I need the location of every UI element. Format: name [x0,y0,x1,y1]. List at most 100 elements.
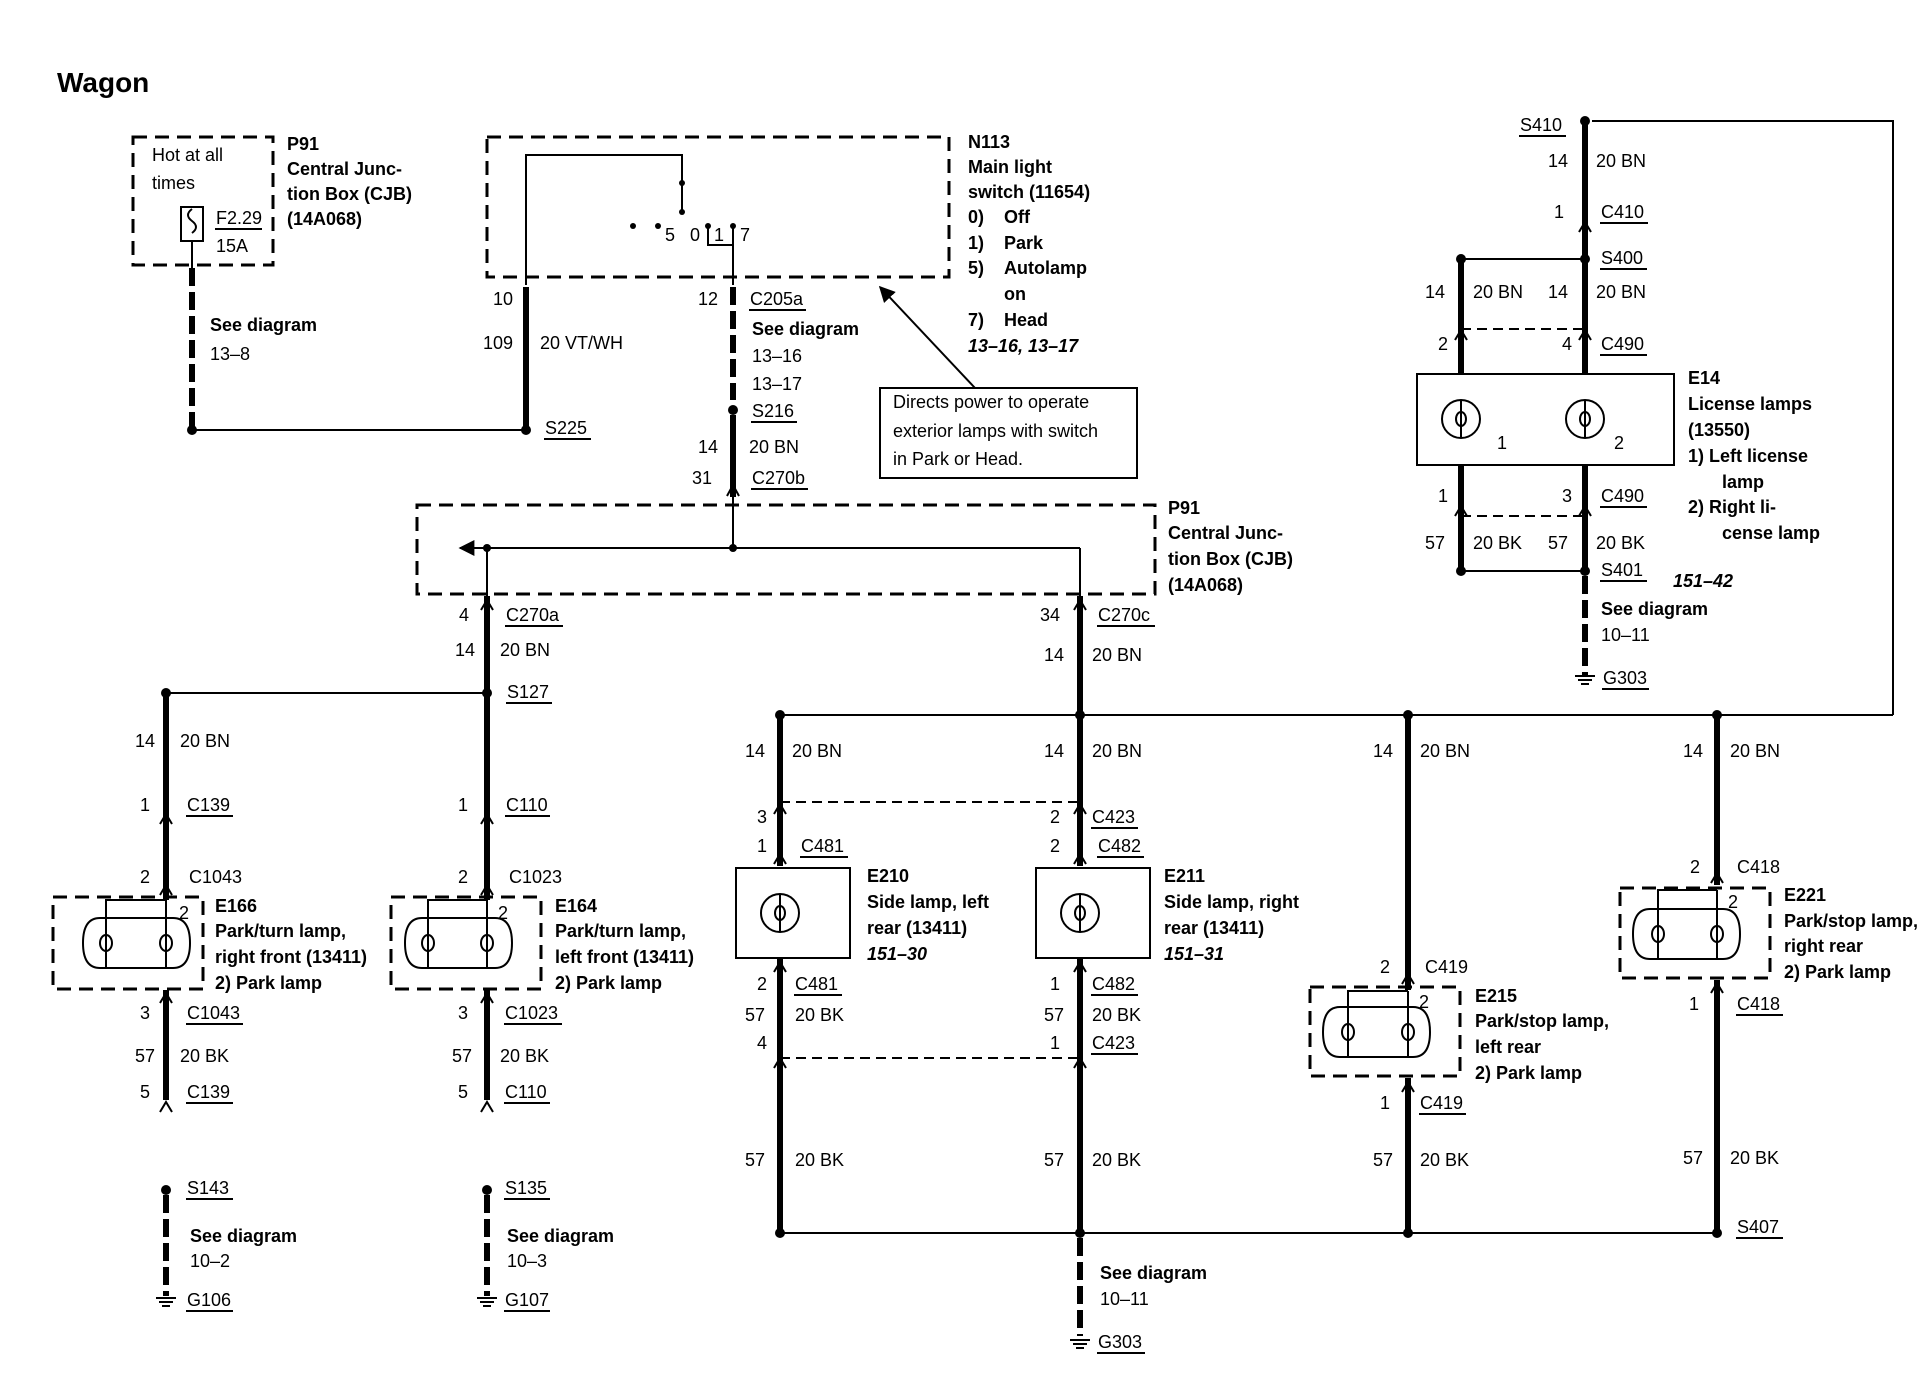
connector-c1043-top: C1043 [189,867,242,887]
lamp-e210: 14 20 BN 3 1 C481 E210 Side lamp, left r… [735,715,1080,1233]
ground-g106: G106 [187,1290,231,1310]
connector-c1023-top: C1023 [509,867,562,887]
svg-text:12: 12 [698,289,718,309]
svg-text:2: 2 [1614,433,1624,453]
svg-text:2: 2 [1380,957,1390,977]
svg-text:10–3: 10–3 [507,1251,547,1271]
lamp-e215: 14 20 BN 2 C419 2 E215 Park/stop lamp, l… [1308,715,1609,1233]
svg-text:switch (11654): switch (11654) [968,182,1090,202]
ground-icon [1070,1339,1090,1349]
svg-text:10–11: 10–11 [1100,1289,1149,1309]
connector-c423-top: C423 [1092,807,1135,827]
splice-s401: S401 [1601,560,1643,580]
ground-g303-top: G303 [1603,668,1647,688]
svg-text:3: 3 [140,1003,150,1023]
connector-c410: C410 [1601,202,1644,222]
svg-text:10–11: 10–11 [1601,625,1650,645]
cjb-fuse-block: Hot at all times F2.29 15A P91 Central J… [131,134,526,435]
svg-text:1: 1 [1380,1093,1390,1113]
connector-c1043-bot: C1043 [187,1003,240,1023]
svg-text:1: 1 [140,795,150,815]
ground-icon [477,1297,497,1307]
svg-text:57: 57 [1425,533,1445,553]
ground-g107: G107 [505,1290,549,1310]
connector-c270b: C270b [752,468,805,488]
svg-text:tion Box (CJB): tion Box (CJB) [287,184,412,204]
svg-text:14: 14 [1044,645,1064,665]
svg-text:4: 4 [459,605,469,625]
svg-text:20 BN: 20 BN [1596,282,1646,302]
svg-text:Central Junc-: Central Junc- [1168,523,1283,543]
svg-text:1: 1 [1689,994,1699,1014]
connector-c205a: C205a [750,289,804,309]
svg-text:20 BN: 20 BN [1473,282,1523,302]
cjb-top-name: P91 [287,134,319,154]
svg-text:right rear: right rear [1784,936,1863,956]
svg-text:1: 1 [1050,974,1060,994]
rear-bus: 14 20 BN S407 See diagram 10–11 G303 [775,120,1894,1354]
svg-text:2) Park lamp: 2) Park lamp [1784,962,1891,982]
svg-text:Side lamp, right: Side lamp, right [1164,892,1299,912]
ground-icon [156,1297,176,1307]
connector-c419-bot: C419 [1420,1093,1463,1113]
svg-text:14: 14 [1548,282,1568,302]
switch-refs: 13–16, 13–17 [968,336,1079,356]
svg-text:left front (13411): left front (13411) [555,947,694,967]
svg-text:14: 14 [455,640,475,660]
hot-at-all-times-label-1: Hot at all [152,145,223,165]
connector-c423-bot: C423 [1092,1033,1135,1053]
svg-text:0): 0) [968,207,984,227]
svg-text:151–31: 151–31 [1164,944,1224,964]
connector-c490-bot: C490 [1601,486,1644,506]
svg-text:57: 57 [1548,533,1568,553]
svg-text:13–8: 13–8 [210,344,250,364]
svg-text:2: 2 [498,903,508,923]
svg-text:See diagram: See diagram [507,1226,614,1246]
svg-text:20 BK: 20 BK [1092,1150,1141,1170]
bulb-dual-filament-icon [81,917,192,969]
svg-text:(14A068): (14A068) [287,209,362,229]
contact-1: 1 [714,225,724,245]
cjb-middle-box [415,503,1157,596]
svg-text:20 BK: 20 BK [795,1150,844,1170]
svg-text:14: 14 [1683,741,1703,761]
svg-text:3: 3 [757,807,767,827]
svg-text:2: 2 [140,867,150,887]
svg-text:20 BN: 20 BN [1092,741,1142,761]
ground-g303-bottom: G303 [1098,1332,1142,1352]
svg-text:20 BK: 20 BK [1730,1148,1779,1168]
svg-text:Main light: Main light [968,157,1052,177]
svg-text:57: 57 [1373,1150,1393,1170]
connector-c110-bot: C110 [505,1082,547,1102]
svg-text:Park/stop lamp,: Park/stop lamp, [1784,911,1918,931]
svg-text:20 BN: 20 BN [1596,151,1646,171]
svg-text:10–2: 10–2 [190,1251,230,1271]
front-branch: 14 20 BN S127 [161,596,552,704]
connector-c139-top: C139 [187,795,230,815]
svg-text:Park/turn lamp,: Park/turn lamp, [215,921,346,941]
svg-text:2: 2 [1050,836,1060,856]
svg-text:20 BK: 20 BK [500,1046,549,1066]
svg-text:Side lamp, left: Side lamp, left [867,892,989,912]
svg-text:exterior lamps with switch: exterior lamps with switch [893,421,1098,441]
svg-text:1: 1 [757,836,767,856]
lamp-e164: 1 C110 2 C1023 2 E164 Park/turn lamp, le… [389,693,694,1312]
connector-c482-top: C482 [1098,836,1141,856]
svg-text:20 BK: 20 BK [1473,533,1522,553]
svg-text:on: on [1004,284,1026,304]
e210-lamp-box [735,867,851,959]
fuse-symbol [180,206,204,242]
svg-text:14: 14 [1548,151,1568,171]
splice-s407: S407 [1737,1217,1779,1237]
svg-text:lamp: lamp [1722,472,1764,492]
svg-text:57: 57 [1044,1150,1064,1170]
page-title: Wagon [57,67,149,98]
e14-name: E14 [1688,368,1720,388]
svg-text:1: 1 [1497,433,1507,453]
svg-text:Off: Off [1004,207,1031,227]
svg-text:1): 1) [968,233,984,253]
svg-text:4: 4 [757,1033,767,1053]
note-box [879,387,1138,479]
ground-icon [1575,675,1595,685]
svg-text:License lamps: License lamps [1688,394,1812,414]
